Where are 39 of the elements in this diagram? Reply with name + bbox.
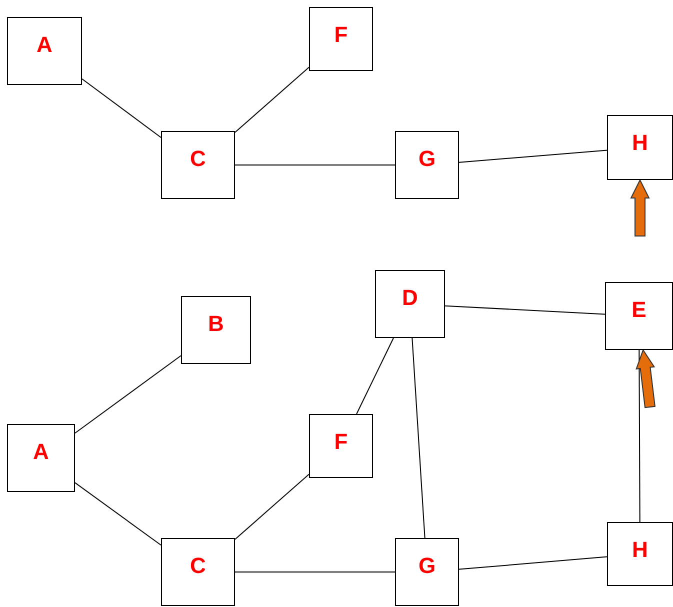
connector-line (74, 482, 162, 546)
connector-line (458, 556, 608, 570)
connector-line (234, 66, 310, 133)
node-label: F (333, 429, 349, 455)
node-label: H (631, 537, 649, 563)
node-box (161, 131, 235, 199)
connector-line (458, 150, 608, 163)
connector-line (234, 164, 396, 166)
node-label: C (189, 553, 207, 579)
connector-line (356, 338, 394, 414)
node-label: A (36, 32, 54, 58)
node-label: B (207, 311, 225, 337)
connector-line (74, 355, 182, 434)
node-box (607, 522, 673, 586)
connector-line (234, 474, 310, 540)
node-box (309, 414, 373, 478)
node-label: G (417, 146, 437, 172)
node-label: C (189, 146, 207, 172)
node-box (605, 282, 673, 350)
node-label: D (401, 285, 419, 311)
node-box (395, 131, 459, 199)
node-label: H (631, 130, 649, 156)
connector-line (412, 338, 426, 538)
node-box (181, 296, 251, 364)
node-box (7, 424, 75, 492)
connector-line (82, 78, 162, 138)
node-box (7, 17, 82, 85)
block-arrow (636, 348, 656, 408)
node-box (375, 270, 445, 338)
node-box (161, 538, 235, 606)
node-label: E (630, 297, 648, 323)
connector-line (444, 305, 606, 315)
node-box (395, 538, 459, 606)
node-label: G (417, 553, 437, 579)
block-arrow (630, 178, 650, 236)
node-box (309, 7, 373, 71)
node-box (607, 115, 673, 180)
node-label: A (32, 439, 50, 465)
node-label: F (333, 22, 349, 48)
